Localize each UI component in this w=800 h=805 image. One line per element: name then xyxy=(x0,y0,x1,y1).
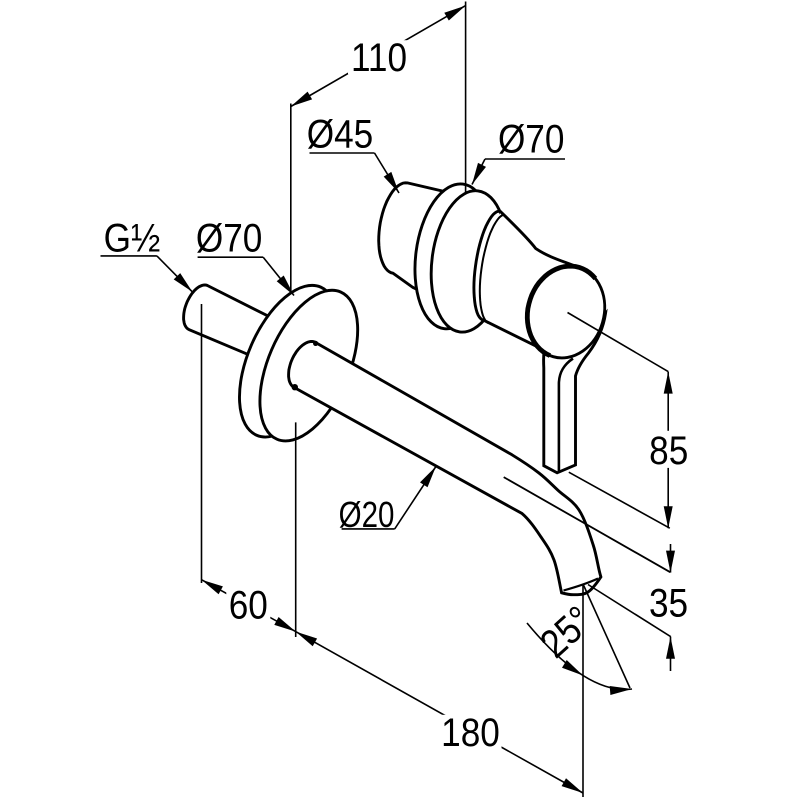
svg-text:35: 35 xyxy=(649,580,688,625)
svg-text:110: 110 xyxy=(351,35,407,80)
svg-text:Ø20: Ø20 xyxy=(339,494,395,534)
svg-text:Ø70: Ø70 xyxy=(498,117,565,162)
svg-text:60: 60 xyxy=(229,582,268,627)
svg-text:Ø70: Ø70 xyxy=(196,215,263,260)
svg-text:G½: G½ xyxy=(104,215,161,260)
svg-text:Ø45: Ø45 xyxy=(307,111,374,156)
svg-text:85: 85 xyxy=(649,428,688,473)
svg-text:180: 180 xyxy=(441,710,500,755)
